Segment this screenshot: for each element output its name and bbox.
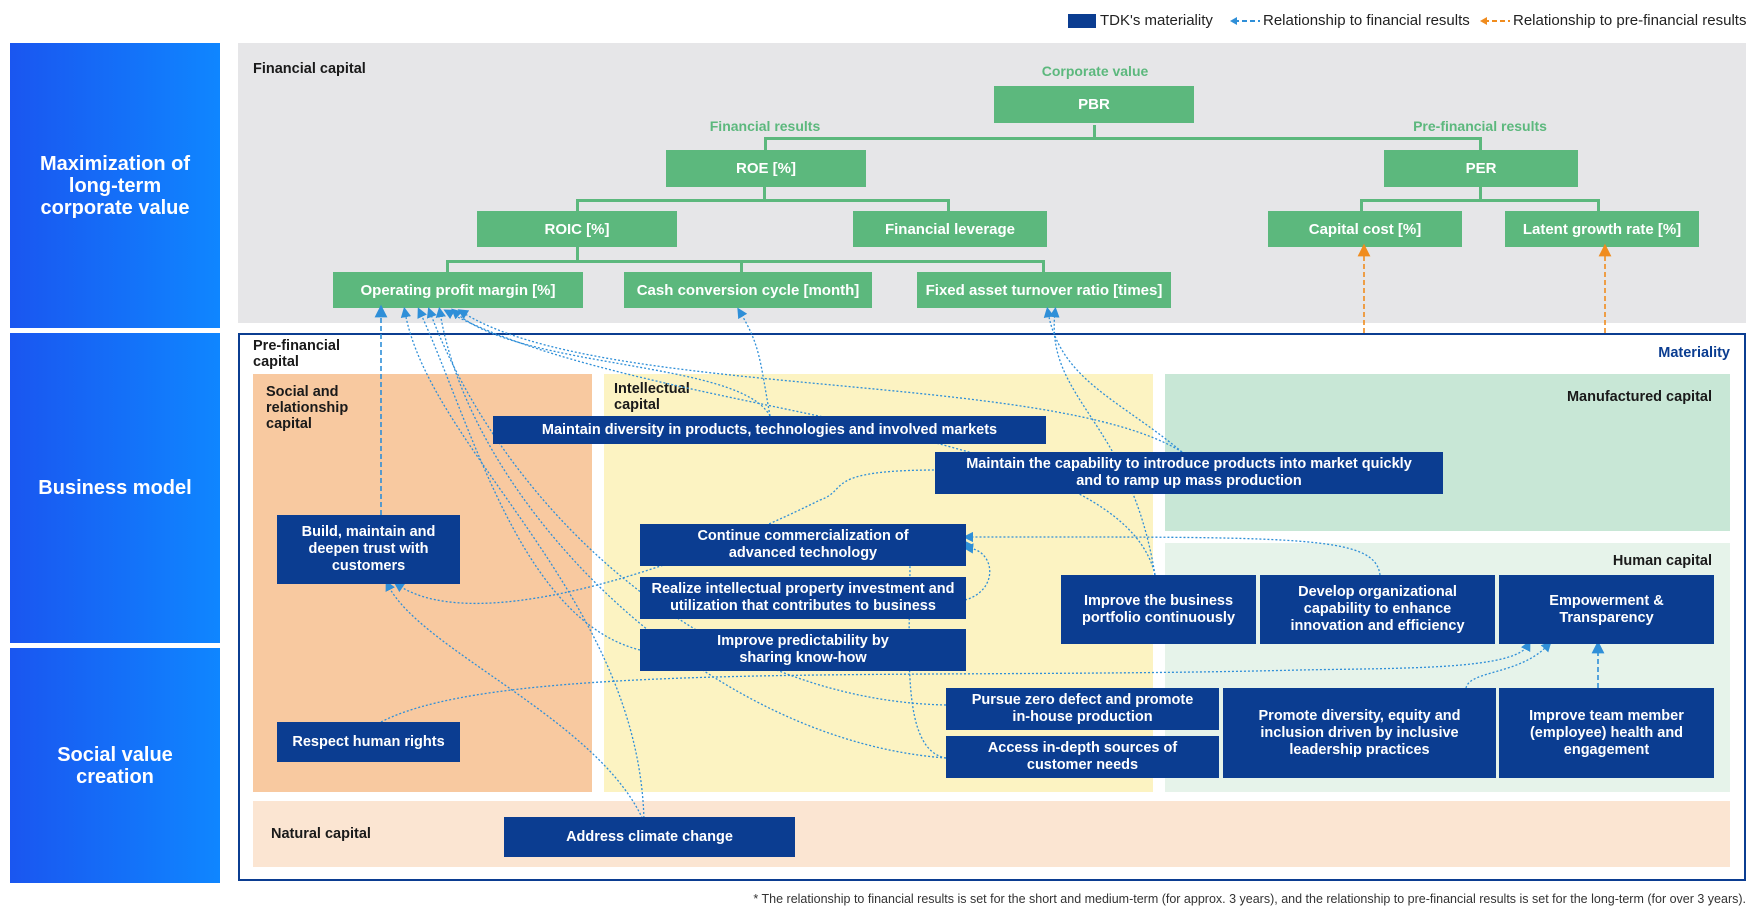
manufactured-title: Manufactured capital bbox=[1566, 389, 1712, 405]
connector-per-right bbox=[1479, 137, 1482, 150]
connector-pbr-stem bbox=[1093, 125, 1096, 139]
connector-opm-up bbox=[446, 260, 449, 272]
band-business-model-label: Business model bbox=[38, 477, 192, 499]
financial-results-label: Financial results bbox=[709, 118, 821, 134]
item-business-portfolio-label: Improve the business portfolio continuou… bbox=[1081, 592, 1236, 626]
social-relationship-title: Social and relationship capital bbox=[266, 384, 349, 432]
item-ip-investment-label: Realize intellectual property investment… bbox=[651, 581, 955, 614]
legend-financial: Relationship to financial results bbox=[1230, 12, 1470, 29]
item-build-trust: Build, maintain and deepen trust with cu… bbox=[277, 515, 460, 584]
legend-prefinancial-label: Relationship to pre-financial results bbox=[1513, 12, 1747, 29]
item-org-capability-label: Develop organizational capability to enh… bbox=[1290, 584, 1465, 634]
band-maximization-label: Maximization of long-term corporate valu… bbox=[39, 152, 190, 219]
materiality-label: Materiality bbox=[1658, 345, 1730, 361]
legend-materiality: TDK's materiality bbox=[1068, 12, 1213, 29]
connector-pbr-bar bbox=[764, 137, 1482, 140]
connector-ccc-up bbox=[740, 260, 743, 272]
financial-capital-title: Financial capital bbox=[253, 61, 366, 77]
natural-region bbox=[253, 801, 1730, 867]
item-zero-defect-label: Pursue zero defect and promote in-house … bbox=[971, 692, 1194, 725]
item-predictability: Improve predictability by sharing know-h… bbox=[640, 629, 966, 671]
prefinancial-results-label: Pre-financial results bbox=[1413, 118, 1547, 134]
item-business-portfolio: Improve the business portfolio continuou… bbox=[1061, 575, 1256, 644]
item-customer-needs: Access in-depth sources of customer need… bbox=[946, 736, 1219, 778]
item-human-rights: Respect human rights bbox=[277, 722, 460, 762]
item-dei-label: Promote diversity, equity and inclusion … bbox=[1258, 707, 1461, 758]
item-commercialization: Continue commercialization of advanced t… bbox=[640, 524, 966, 566]
connector-per-stem bbox=[1479, 187, 1482, 201]
natural-title: Natural capital bbox=[271, 826, 371, 842]
pbr-box: PBR bbox=[994, 86, 1194, 123]
footnote: * The relationship to financial results … bbox=[753, 892, 1746, 906]
prefinancial-title: Pre-financial capital bbox=[253, 338, 341, 370]
band-social-value-label: Social value creation bbox=[57, 743, 173, 788]
roe-box: ROE [%] bbox=[666, 150, 866, 187]
roe-label: ROE [%] bbox=[736, 160, 796, 177]
operating-margin-label: Operating profit margin [%] bbox=[360, 281, 556, 299]
latent-growth-label: Latent growth rate [%] bbox=[1522, 220, 1682, 238]
connector-roic-bar bbox=[446, 260, 1044, 263]
per-label: PER bbox=[1465, 160, 1497, 177]
operating-margin-box: Operating profit margin [%] bbox=[333, 272, 583, 308]
item-human-rights-label: Respect human rights bbox=[292, 733, 445, 750]
connector-roic-stem bbox=[576, 247, 579, 262]
item-ip-investment: Realize intellectual property investment… bbox=[640, 577, 966, 619]
connector-roe-left bbox=[764, 137, 767, 150]
legend-financial-arrow-icon bbox=[1230, 16, 1260, 25]
intellectual-title: Intellectual capital bbox=[614, 381, 690, 413]
item-climate-label: Address climate change bbox=[566, 828, 733, 845]
capital-cost-box: Capital cost [%] bbox=[1268, 211, 1462, 247]
cash-conversion-label: Cash conversion cycle [month] bbox=[636, 281, 860, 299]
band-maximization: Maximization of long-term corporate valu… bbox=[10, 43, 220, 328]
legend-prefinancial: Relationship to pre-financial results bbox=[1480, 12, 1746, 29]
latent-growth-box: Latent growth rate [%] bbox=[1505, 211, 1699, 247]
connector-roic-up bbox=[576, 199, 579, 211]
item-empowerment-label: Empowerment & Transparency bbox=[1549, 592, 1664, 626]
item-team-health-label: Improve team member (employee) health an… bbox=[1529, 707, 1684, 758]
capital-cost-label: Capital cost [%] bbox=[1308, 220, 1422, 238]
band-business-model: Business model bbox=[10, 333, 220, 643]
item-empowerment: Empowerment & Transparency bbox=[1499, 575, 1714, 644]
per-box: PER bbox=[1384, 150, 1578, 187]
item-dei: Promote diversity, equity and inclusion … bbox=[1223, 688, 1496, 778]
connector-latent-up bbox=[1597, 199, 1600, 211]
item-commercialization-label: Continue commercialization of advanced t… bbox=[697, 528, 909, 561]
legend-materiality-swatch bbox=[1068, 13, 1096, 28]
item-zero-defect: Pursue zero defect and promote in-house … bbox=[946, 688, 1219, 730]
roic-label: ROIC [%] bbox=[544, 220, 610, 238]
cash-conversion-box: Cash conversion cycle [month] bbox=[624, 272, 872, 308]
band-social-value: Social value creation bbox=[10, 648, 220, 883]
item-ramp-up: Maintain the capability to introduce pro… bbox=[935, 452, 1443, 494]
connector-roe-stem bbox=[763, 187, 766, 201]
connector-capcost-up bbox=[1360, 199, 1363, 211]
corporate-value-label: Corporate value bbox=[1041, 63, 1149, 79]
item-ramp-up-label: Maintain the capability to introduce pro… bbox=[966, 456, 1412, 489]
fixed-asset-box: Fixed asset turnover ratio [times] bbox=[917, 272, 1171, 308]
item-diversity-products-label: Maintain diversity in products, technolo… bbox=[541, 421, 998, 438]
legend-financial-label: Relationship to financial results bbox=[1263, 12, 1470, 29]
fixed-asset-label: Fixed asset turnover ratio [times] bbox=[925, 281, 1163, 299]
pbr-label: PBR bbox=[1078, 96, 1110, 113]
financial-leverage-box: Financial leverage bbox=[853, 211, 1047, 247]
connector-fat-up bbox=[1042, 260, 1045, 272]
item-climate: Address climate change bbox=[504, 817, 795, 857]
item-predictability-label: Improve predictability by sharing know-h… bbox=[717, 633, 889, 666]
legend-prefinancial-arrow-icon bbox=[1480, 16, 1510, 25]
item-org-capability: Develop organizational capability to enh… bbox=[1260, 575, 1495, 644]
item-build-trust-label: Build, maintain and deepen trust with cu… bbox=[301, 524, 436, 574]
legend-materiality-label: TDK's materiality bbox=[1100, 12, 1213, 29]
item-team-health: Improve team member (employee) health an… bbox=[1499, 688, 1714, 778]
item-diversity-products: Maintain diversity in products, technolo… bbox=[493, 416, 1046, 444]
item-customer-needs-label: Access in-depth sources of customer need… bbox=[987, 740, 1178, 773]
connector-leverage-up bbox=[947, 199, 950, 211]
human-title: Human capital bbox=[1612, 553, 1712, 569]
financial-leverage-label: Financial leverage bbox=[884, 220, 1016, 238]
roic-box: ROIC [%] bbox=[477, 211, 677, 247]
